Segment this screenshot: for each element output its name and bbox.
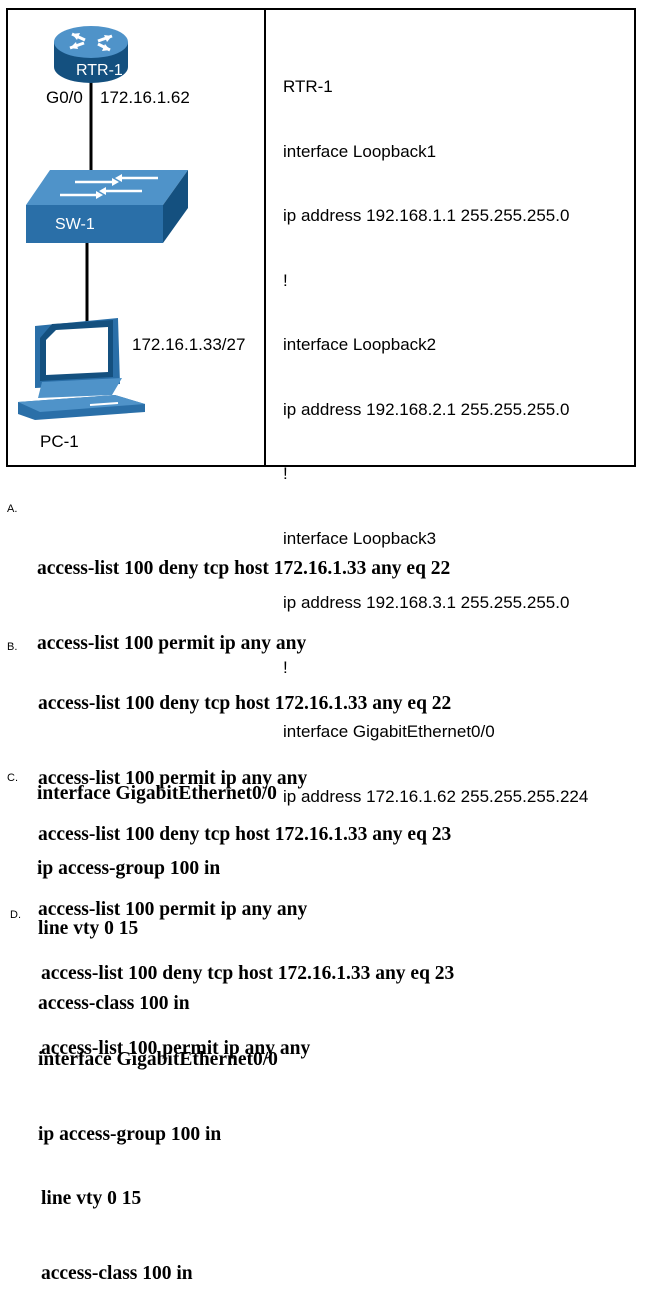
- option-line: access-class 100 in: [41, 1263, 193, 1284]
- config-line: !: [283, 657, 288, 677]
- option-d-letter: D.: [10, 909, 21, 921]
- diagram-frame: [6, 8, 636, 467]
- option-d[interactable]: access-list 100 deny tcp host 172.16.1.3…: [41, 911, 454, 1311]
- pc-ip-label: 172.16.1.33/27: [132, 335, 246, 354]
- option-line: interface GigabitEthernet0/0: [37, 783, 277, 804]
- router-name-label: RTR-1: [76, 62, 123, 79]
- router-interface-label: G0/0: [46, 88, 83, 107]
- option-line: access-list 100 permit ip any any: [38, 768, 308, 789]
- config-line: ip address 192.168.2.1 255.255.255.0: [283, 399, 570, 419]
- option-line: [41, 1111, 454, 1136]
- panel-divider: [264, 8, 266, 467]
- config-line: !: [283, 464, 288, 483]
- switch-name-label: SW-1: [55, 216, 95, 233]
- router-icon: [54, 26, 128, 83]
- option-b-letter: B.: [7, 641, 18, 653]
- config-line: RTR-1: [283, 77, 333, 96]
- option-b[interactable]: access-list 100 deny tcp host 172.16.1.3…: [38, 641, 451, 1041]
- router-ip-label: 172.16.1.62: [100, 88, 190, 107]
- option-line: access-list 100 deny tcp host 172.16.1.3…: [38, 824, 452, 845]
- option-line: access-class 100 in: [38, 993, 190, 1014]
- config-line: !: [283, 270, 288, 290]
- option-a[interactable]: access-list 100 deny tcp host 172.16.1.3…: [37, 506, 450, 906]
- option-line: ip access-group 100 in: [37, 858, 221, 879]
- option-line: line vty 0 15: [41, 1188, 142, 1209]
- network-topology: [18, 26, 188, 420]
- option-line: access-list 100 deny tcp host 172.16.1.3…: [41, 963, 455, 984]
- option-line: line vty 0 15: [38, 918, 139, 939]
- pc-name-label: PC-1: [40, 432, 79, 451]
- option-c-letter: C.: [7, 772, 18, 784]
- config-line: ip address 192.168.1.1 255.255.255.0: [283, 206, 570, 225]
- pc-icon: [18, 318, 145, 420]
- config-line: interface Loopback2: [283, 335, 437, 354]
- option-line: access-list 100 permit ip any any: [38, 899, 308, 920]
- config-line: interface Loopback3: [283, 528, 437, 548]
- config-line: interface Loopback1: [283, 141, 437, 161]
- option-line: access-list 100 deny tcp host 172.16.1.3…: [38, 693, 452, 714]
- switch-icon: [26, 170, 188, 243]
- option-a-letter: A.: [7, 503, 18, 515]
- router-config: RTR-1 interface Loopback1 ip address 192…: [283, 33, 588, 829]
- config-line: ip address 192.168.3.1 255.255.255.0: [283, 593, 570, 612]
- config-line: ip address 172.16.1.62 255.255.255.224: [283, 786, 589, 806]
- option-line: access-list 100 deny tcp host 172.16.1.3…: [37, 558, 451, 579]
- config-line: interface GigabitEthernet0/0: [283, 722, 495, 741]
- option-line: access-list 100 permit ip any any: [37, 633, 307, 654]
